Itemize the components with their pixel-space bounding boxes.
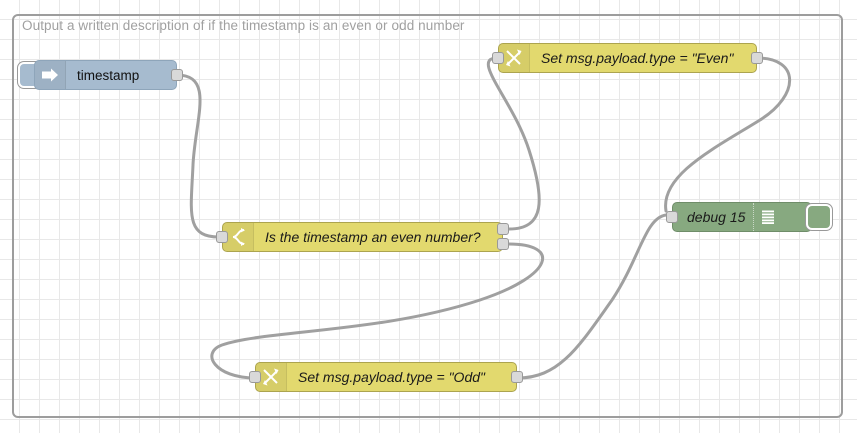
debug-lines-icon [753,203,782,231]
group-label: Output a written description of if the t… [22,18,465,33]
port-switch-out-1[interactable] [497,238,509,250]
node-debug[interactable]: debug 15 [672,202,812,232]
port-debug-in[interactable] [666,211,678,223]
node-change-odd[interactable]: Set msg.payload.type = "Odd" [255,362,517,392]
node-switch[interactable]: Is the timestamp an even number? [222,222,503,252]
node-change-odd-label: Set msg.payload.type = "Odd" [298,369,485,385]
node-change-even-label: Set msg.payload.type = "Even" [541,50,734,66]
port-switch-out-0[interactable] [497,223,509,235]
switch-icon-svg [232,228,245,246]
switch-icon [223,223,254,251]
change-swap-icon [256,363,287,391]
port-switch-in[interactable] [216,231,228,243]
node-switch-label: Is the timestamp an even number? [265,229,481,245]
debug-enable-toggle-button[interactable] [806,204,832,230]
port-change-odd-in[interactable] [249,371,261,383]
debug-lines-icon-svg [762,210,775,224]
group-container[interactable] [12,14,843,418]
port-change-odd-out-0[interactable] [511,371,523,383]
change-swap-icon-svg [263,368,279,386]
node-inject-label: timestamp [77,67,140,83]
node-debug-label: debug 15 [687,209,746,225]
change-swap-icon [499,44,530,72]
node-change-even[interactable]: Set msg.payload.type = "Even" [498,43,757,73]
port-change-even-in[interactable] [492,52,504,64]
port-change-even-out-0[interactable] [751,52,763,64]
node-inject[interactable]: timestamp [34,60,177,90]
inject-arrow-icon [35,61,66,89]
port-inject-out-0[interactable] [171,69,183,81]
inject-arrow-icon-svg [42,68,58,82]
change-swap-icon-svg [506,49,522,67]
